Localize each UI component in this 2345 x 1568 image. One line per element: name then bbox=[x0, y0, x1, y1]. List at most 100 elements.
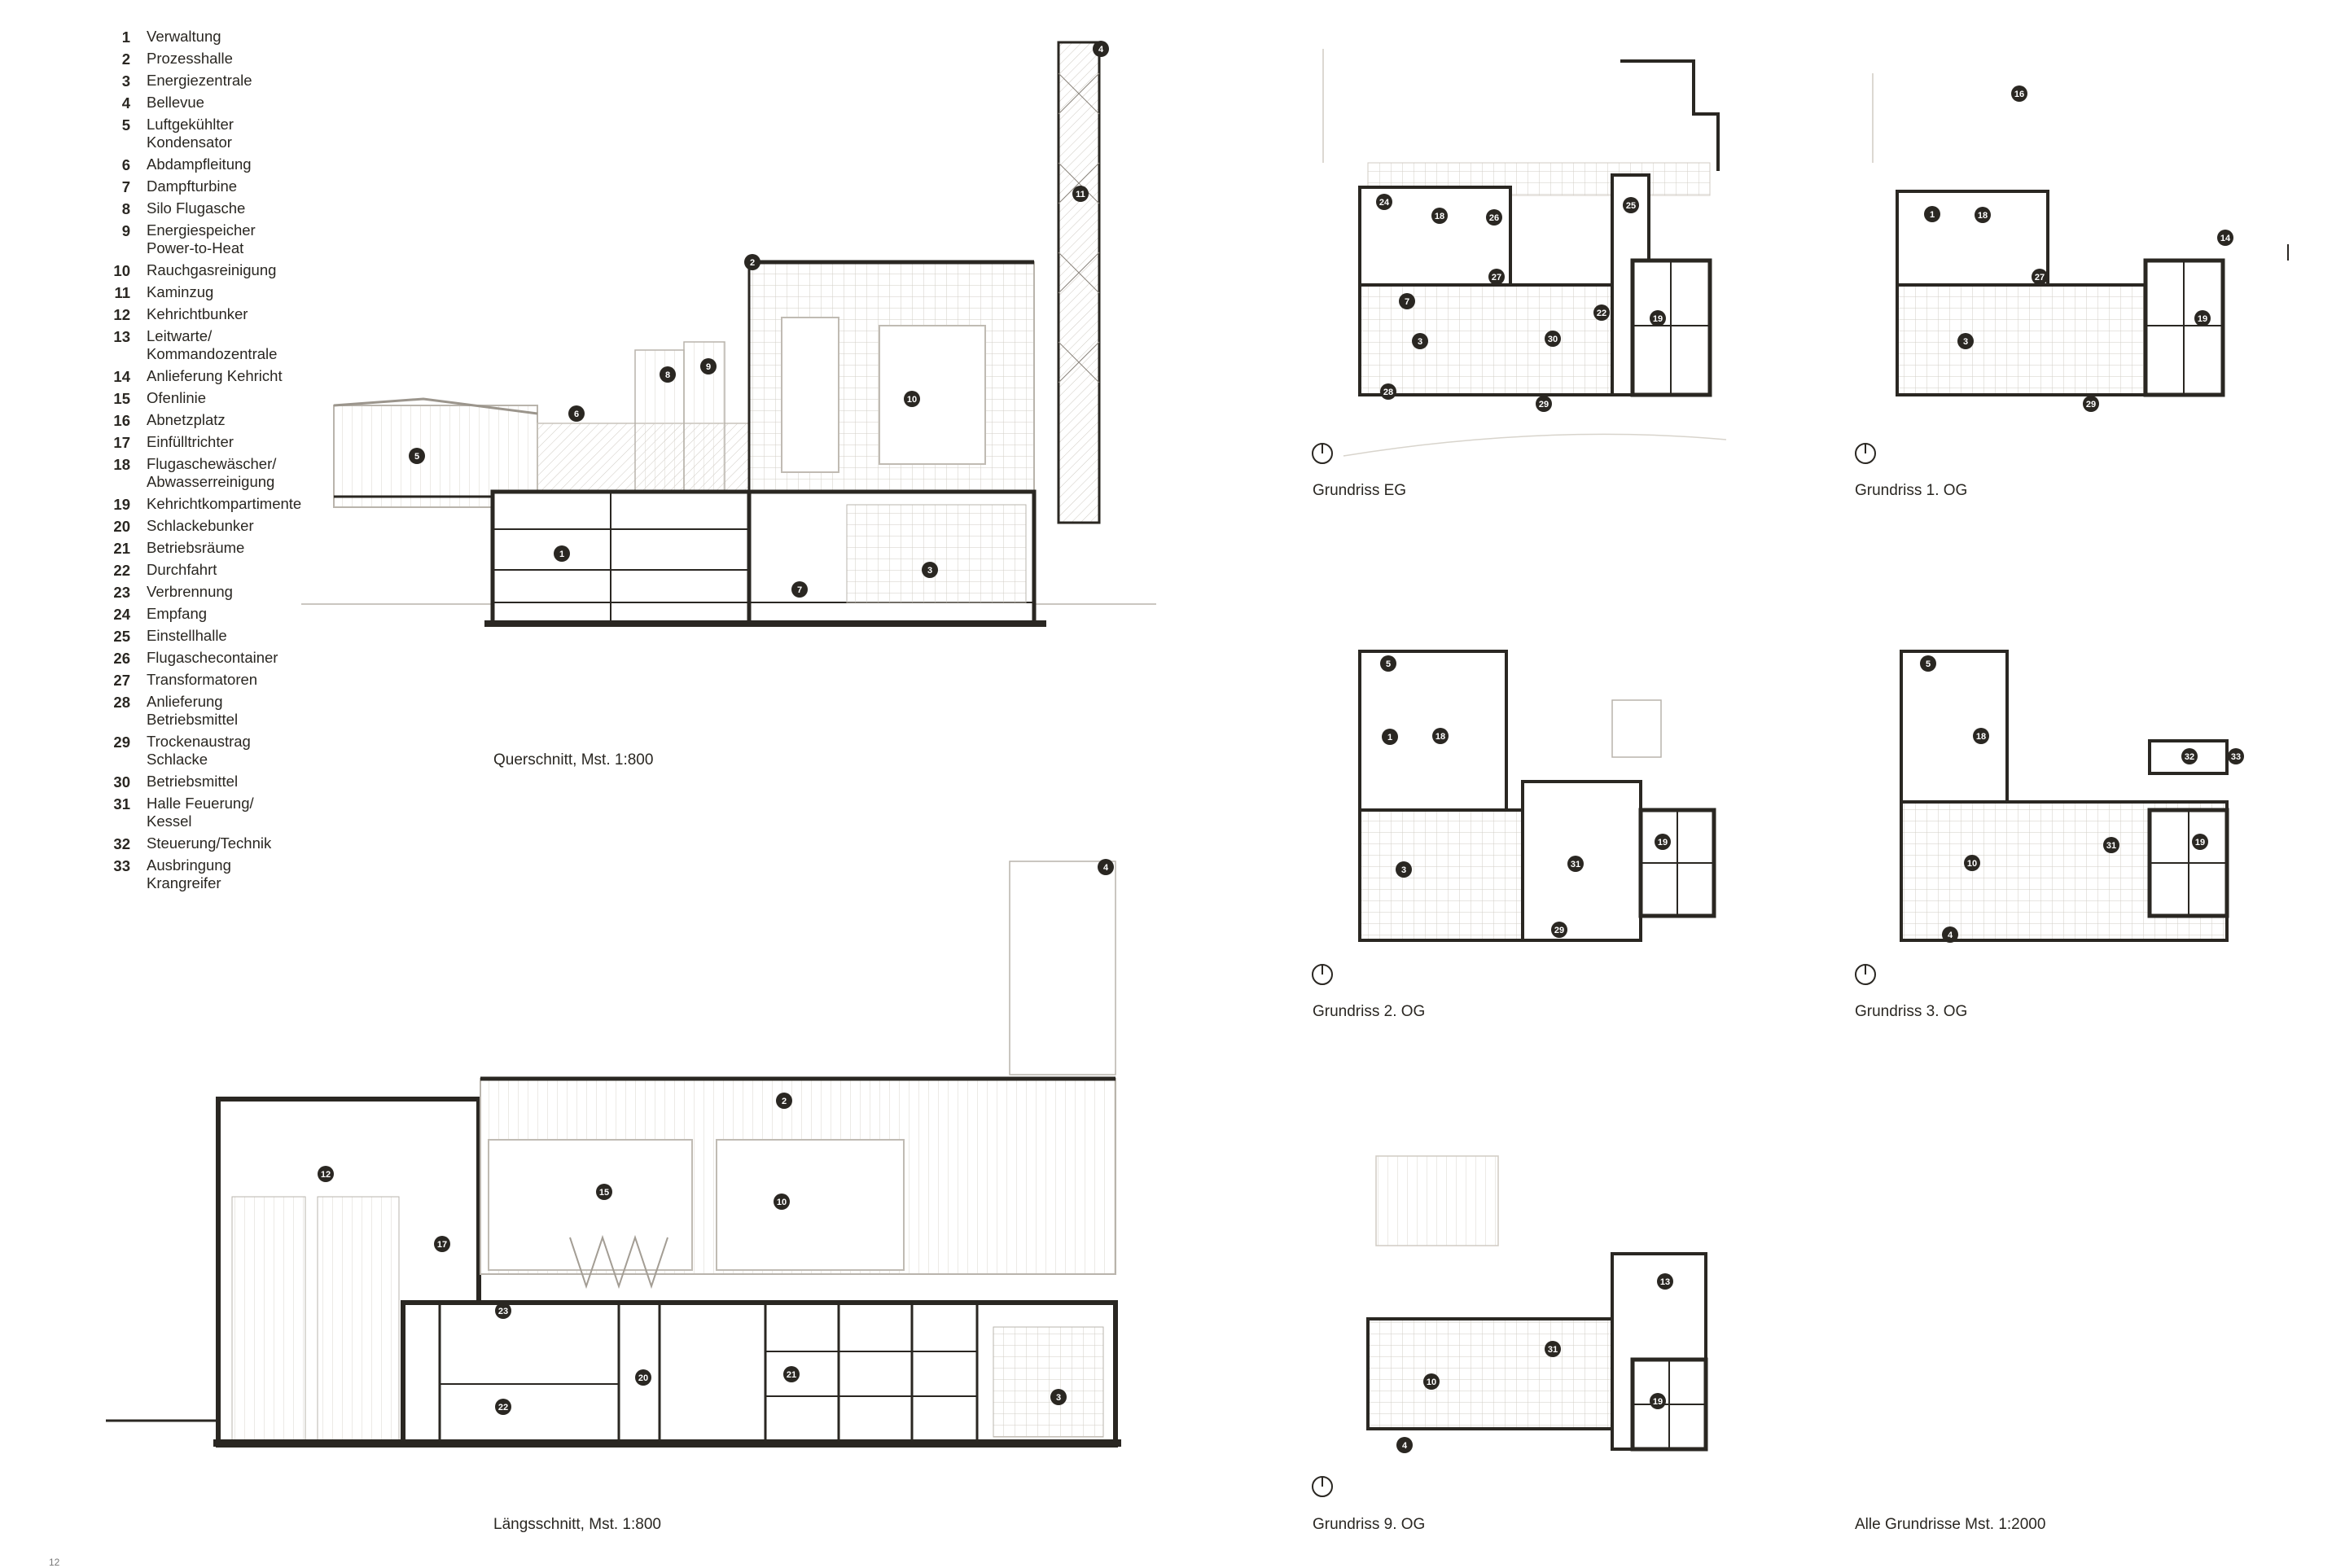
legend-label: Halle Feuerung/ Kessel bbox=[147, 795, 254, 830]
marker-number: 28 bbox=[1383, 388, 1393, 397]
marker-og2: 29 bbox=[1551, 922, 1567, 938]
legend-number: 1 bbox=[121, 28, 130, 46]
marker-og1: 18 bbox=[1975, 207, 1991, 223]
marker-dot bbox=[2011, 85, 2027, 102]
marker-querschnitt: 4 bbox=[1093, 41, 1109, 57]
legend-number: 25 bbox=[113, 628, 130, 645]
marker-og3: 5 bbox=[1920, 655, 1936, 672]
marker-eg: 29 bbox=[1536, 396, 1552, 412]
marker-number: 18 bbox=[1435, 212, 1444, 221]
legend-number: 9 bbox=[121, 222, 130, 239]
marker-number: 5 bbox=[1926, 659, 1931, 669]
marker-querschnitt: 2 bbox=[744, 254, 760, 270]
marker-number: 7 bbox=[797, 585, 802, 595]
marker-number: 30 bbox=[1548, 335, 1558, 344]
marker-number: 3 bbox=[1056, 1393, 1061, 1403]
legend-label: Schlackebunker bbox=[147, 517, 254, 534]
marker-og1: 29 bbox=[2083, 396, 2099, 412]
marker-dot bbox=[2083, 396, 2099, 412]
legend-label: Anlieferung Kehricht bbox=[147, 367, 283, 384]
marker-eg: 28 bbox=[1380, 383, 1396, 400]
marker-og1: 14 bbox=[2217, 230, 2233, 246]
marker-eg: 25 bbox=[1623, 197, 1639, 213]
legend-label: Luftgekühlter Kondensator bbox=[147, 116, 234, 151]
legend-number: 4 bbox=[121, 94, 130, 112]
marker-querschnitt: 8 bbox=[660, 366, 676, 383]
marker-dot bbox=[1380, 383, 1396, 400]
marker-number: 19 bbox=[2198, 314, 2207, 324]
marker-dot bbox=[1399, 293, 1415, 309]
marker-dot bbox=[1975, 207, 1991, 223]
legend-label: Flugaschewäscher/ Abwasserreinigung bbox=[147, 455, 277, 490]
marker-dot bbox=[2228, 748, 2244, 764]
north-arrow-icon bbox=[1855, 964, 1876, 985]
caption-grundriss-9og: Grundriss 9. OG bbox=[1313, 1516, 1426, 1533]
marker-number: 1 bbox=[1387, 733, 1392, 742]
marker-dot bbox=[1942, 926, 1958, 943]
marker-og3: 4 bbox=[1942, 926, 1958, 943]
marker-number: 21 bbox=[787, 1370, 796, 1380]
marker-number: 32 bbox=[2185, 752, 2194, 762]
marker-number: 20 bbox=[638, 1373, 648, 1383]
marker-number: 13 bbox=[1660, 1277, 1670, 1287]
marker-og1: 3 bbox=[1957, 333, 1974, 349]
marker-querschnitt: 7 bbox=[791, 581, 808, 598]
marker-querschnitt: 6 bbox=[568, 405, 585, 422]
marker-dot bbox=[1657, 1273, 1673, 1290]
marker-number: 3 bbox=[927, 566, 932, 576]
legend-number: 8 bbox=[121, 200, 130, 217]
marker-og9: 31 bbox=[1545, 1341, 1561, 1357]
legend-label: Leitwarte/ Kommandozentrale bbox=[147, 327, 278, 362]
legend-label: Rauchgasreinigung bbox=[147, 261, 277, 278]
marker-og2: 5 bbox=[1380, 655, 1396, 672]
legend-number: 3 bbox=[121, 72, 130, 90]
marker-dot bbox=[409, 448, 425, 464]
marker-dot bbox=[1396, 861, 1412, 878]
legend-number: 17 bbox=[113, 434, 130, 451]
marker-dot bbox=[1093, 41, 1109, 57]
marker-og1: 19 bbox=[2194, 310, 2211, 326]
marker-number: 18 bbox=[1976, 732, 1986, 742]
marker-og1: 27 bbox=[2032, 269, 2048, 285]
marker-number: 27 bbox=[2035, 273, 2045, 283]
marker-number: 10 bbox=[1967, 859, 1977, 869]
marker-og3: 32 bbox=[2181, 748, 2198, 764]
marker-dot bbox=[495, 1399, 511, 1415]
caption-scale-all-plans: Alle Grundrisse Mst. 1:2000 bbox=[1855, 1516, 2046, 1533]
marker-number: 22 bbox=[1597, 309, 1606, 318]
marker-number: 26 bbox=[1489, 213, 1499, 223]
marker-dot bbox=[2217, 230, 2233, 246]
caption-querschnitt: Querschnitt, Mst. 1:800 bbox=[493, 751, 654, 769]
marker-number: 3 bbox=[1418, 337, 1422, 347]
legend-label: Steuerung/Technik bbox=[147, 834, 272, 852]
marker-number: 4 bbox=[1098, 45, 1104, 55]
marker-og9: 10 bbox=[1423, 1373, 1440, 1390]
marker-number: 19 bbox=[1653, 314, 1663, 324]
marker-dot bbox=[635, 1369, 651, 1386]
legend-number: 16 bbox=[113, 412, 130, 429]
marker-eg: 7 bbox=[1399, 293, 1415, 309]
marker-og3: 18 bbox=[1973, 728, 1989, 744]
marker-dot bbox=[1431, 208, 1448, 224]
marker-dot bbox=[1567, 856, 1584, 872]
legend-number: 5 bbox=[121, 116, 130, 134]
legend-label: Abdampfleitung bbox=[147, 155, 252, 173]
legend-label: Dampfturbine bbox=[147, 177, 238, 195]
legend-number: 29 bbox=[113, 734, 130, 751]
marker-dot bbox=[1964, 855, 1980, 871]
marker-number: 3 bbox=[1963, 337, 1968, 347]
